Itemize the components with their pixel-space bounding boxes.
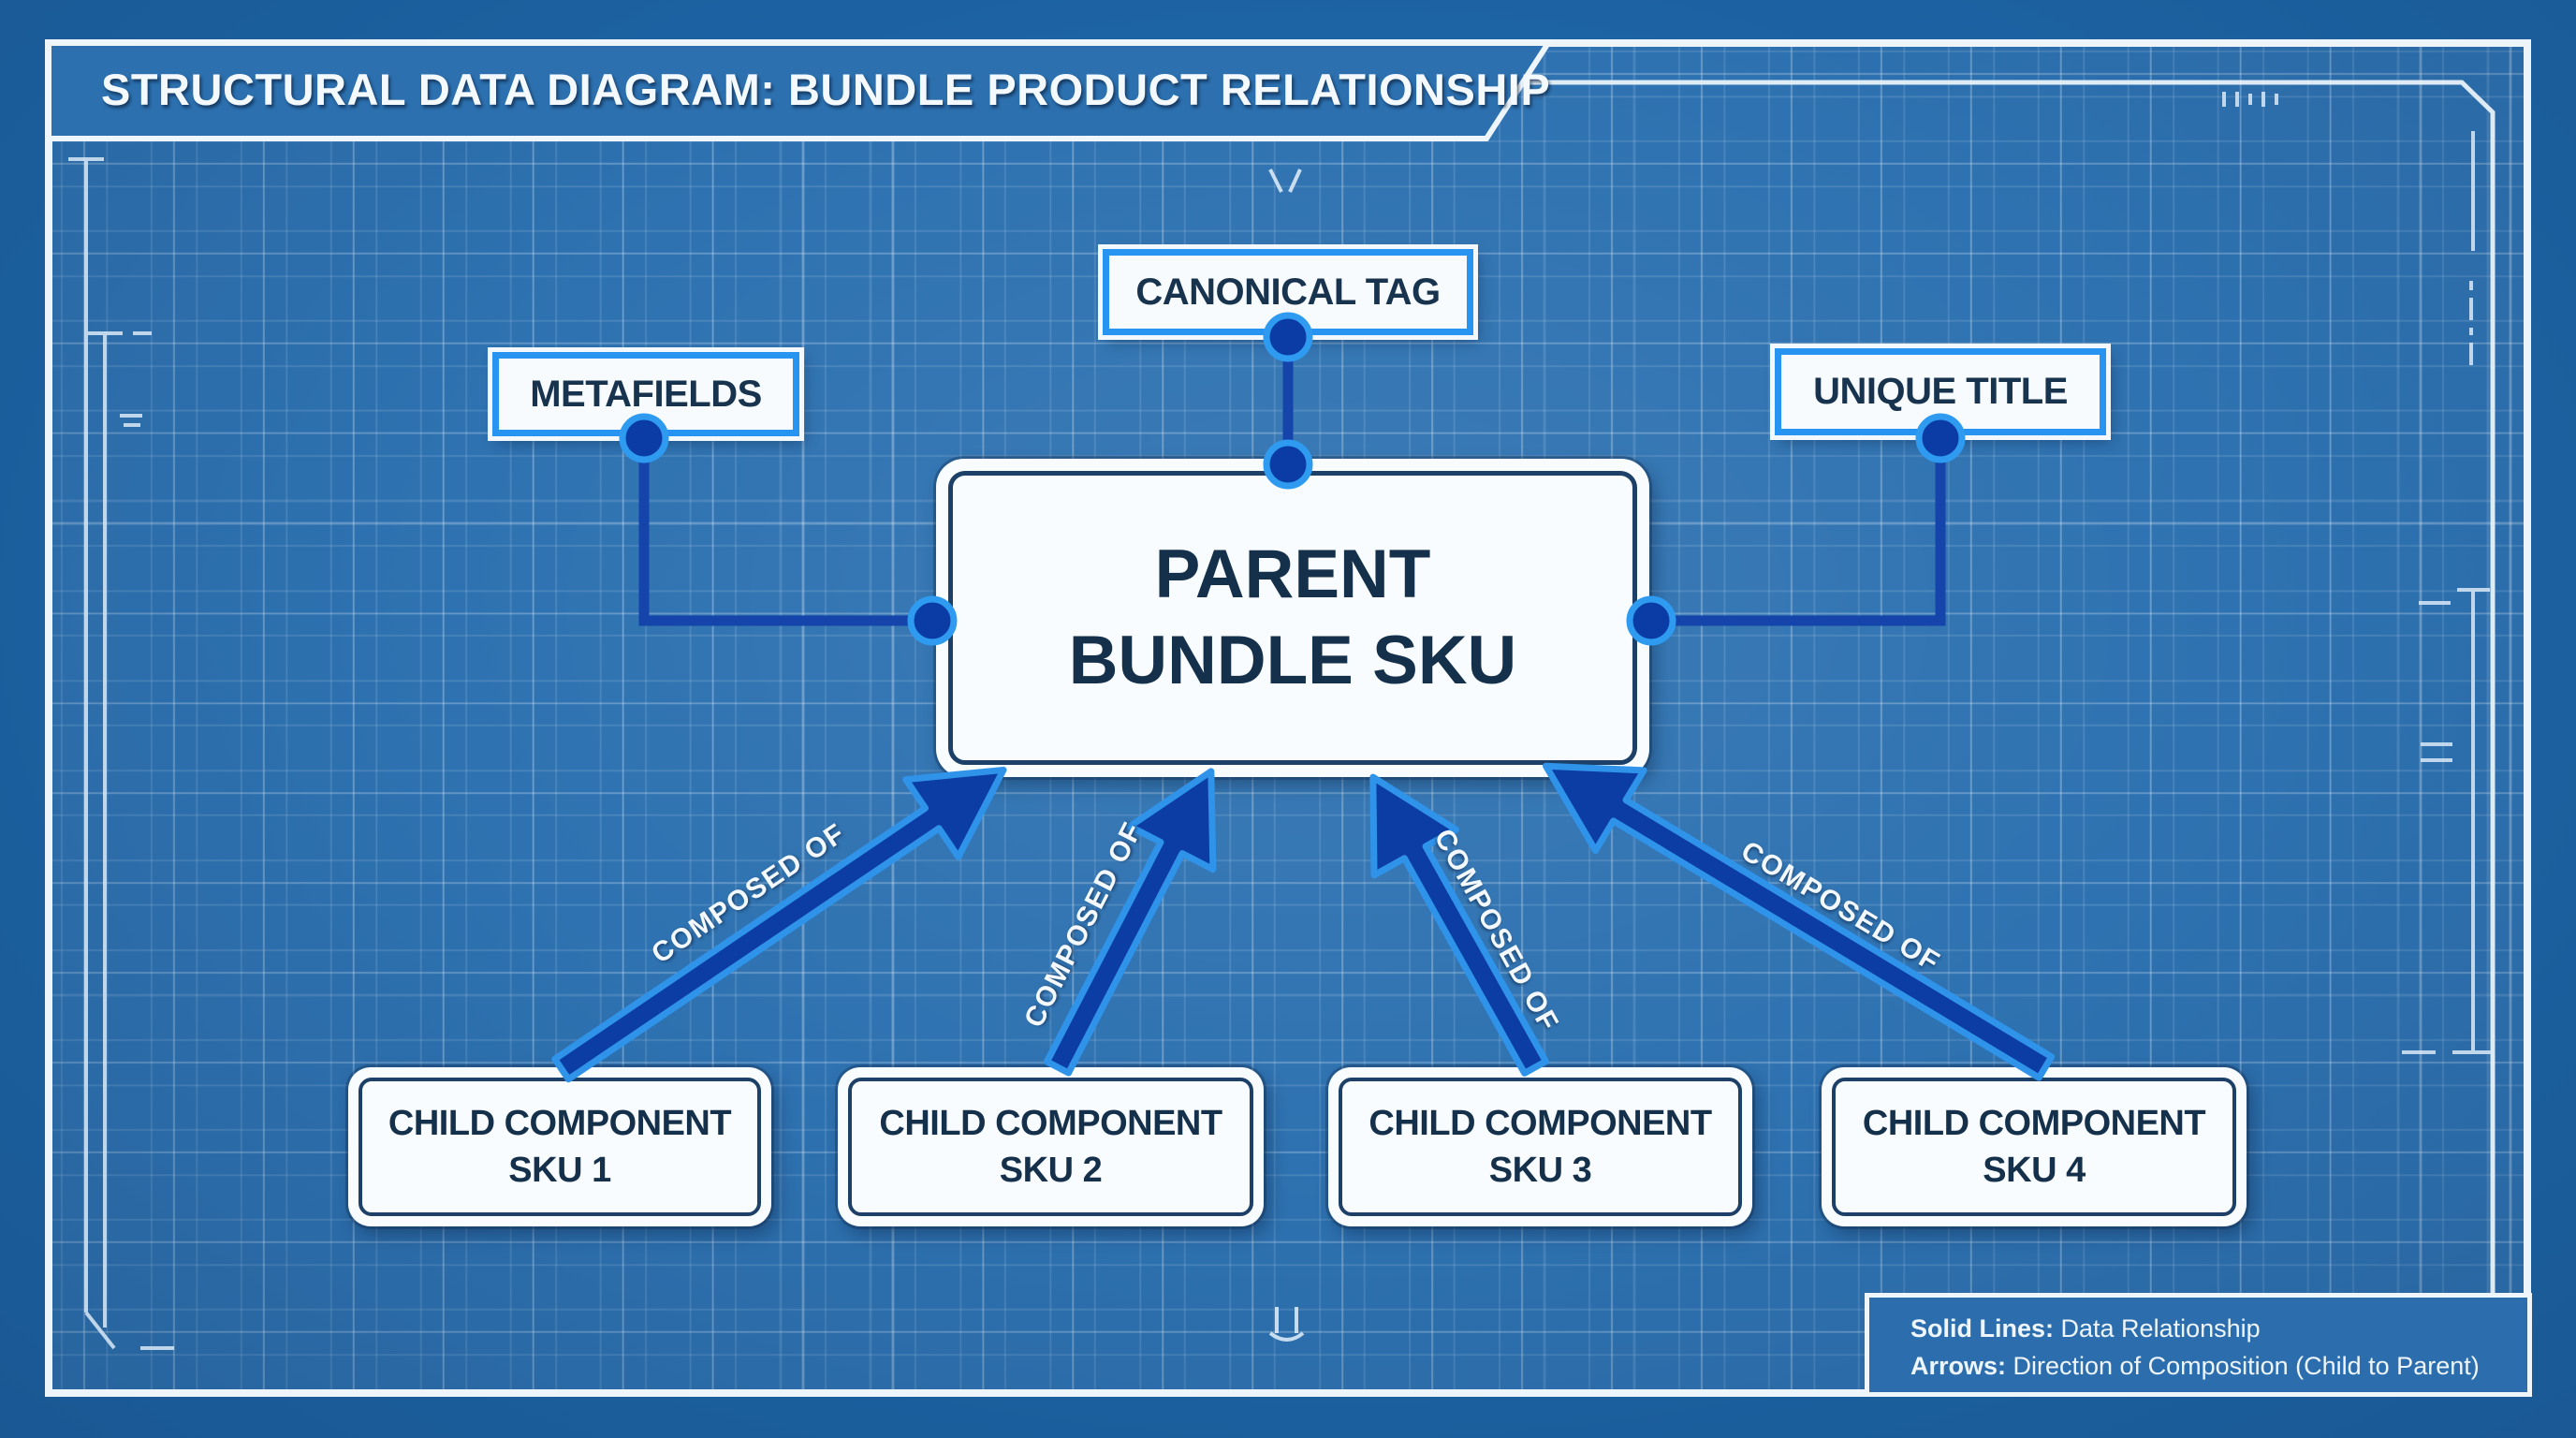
title-banner [46,40,1554,141]
center-glyphs [1268,169,1305,1342]
legend-box: Solid Lines: Data Relationship Arrows: D… [1865,1293,2532,1397]
composition-arrow-1 [551,766,1007,1083]
child3-label-line1: CHILD COMPONENT [1368,1104,1712,1143]
parent-label-line2: BUNDLE SKU [1068,623,1517,698]
page-title: STRUCTURAL DATA DIAGRAM: BUNDLE PRODUCT … [101,65,1551,114]
child4-label-line2: SKU 4 [1983,1151,2086,1190]
child2-label-line2: SKU 2 [999,1151,1103,1190]
child3-label-line2: SKU 3 [1488,1151,1592,1190]
connector-dot [1263,312,1313,362]
line-unique-title-to-parent [1653,436,1946,626]
connector-dot [907,595,958,646]
child1-label-line1: CHILD COMPONENT [388,1104,732,1143]
composition-arrow-2 [1043,768,1217,1077]
left-dimension-marks [68,157,174,1350]
node-parent-bundle-sku: PARENT BUNDLE SKU [936,459,1649,777]
legend-line-solid: Solid Lines: Data Relationship [1910,1310,2527,1347]
node-child-sku-3: CHILD COMPONENT SKU 3 [1328,1067,1752,1226]
child4-label-line1: CHILD COMPONENT [1862,1104,2206,1143]
node-canonical-tag-label: CANONICAL TAG [1135,271,1441,313]
node-unique-title-label: UNIQUE TITLE [1813,371,2068,412]
composition-arrow-4 [1543,762,2056,1081]
connector-dot [1915,413,1966,463]
parent-label-line1: PARENT [1154,536,1431,612]
connector-dot [619,413,669,463]
legend-arrows-label: Arrows: [1910,1352,2007,1380]
node-child-sku-1: CHILD COMPONENT SKU 1 [348,1067,771,1226]
node-metafields-label: METAFIELDS [530,373,762,415]
child1-label-line2: SKU 1 [508,1151,611,1190]
legend-solid-text: Data Relationship [2054,1314,2261,1343]
connector-dot [1263,439,1313,490]
node-child-sku-2: CHILD COMPONENT SKU 2 [838,1067,1264,1226]
composition-arrow-3 [1369,773,1549,1077]
node-child-sku-4: CHILD COMPONENT SKU 4 [1822,1067,2247,1226]
connector-dots [619,312,1966,646]
right-dimension-marks [2402,131,2494,1054]
composition-arrows [551,762,2056,1083]
line-metafields-to-parent [638,436,929,626]
node-metafields: METAFIELDS [492,352,799,436]
legend-solid-label: Solid Lines: [1910,1314,2055,1343]
connector-dot [1626,595,1676,646]
inner-border-line [1498,80,2496,1293]
tick-marks [2222,92,2278,107]
legend-line-arrows: Arrows: Direction of Composition (Child … [1910,1347,2527,1385]
child2-label-line1: CHILD COMPONENT [879,1104,1222,1143]
legend-arrows-text: Direction of Composition (Child to Paren… [2006,1352,2480,1380]
